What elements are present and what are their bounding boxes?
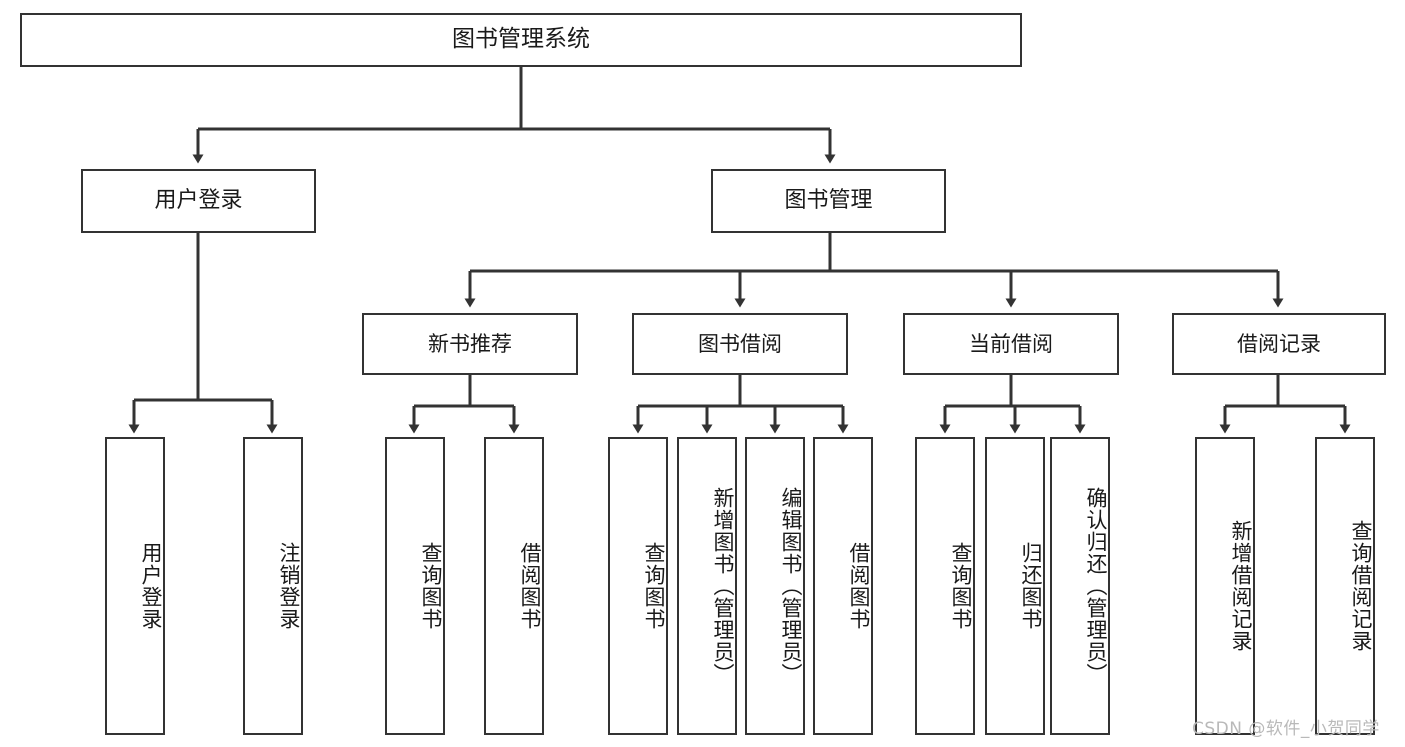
node-user-login[interactable]: 用户登录 xyxy=(81,169,316,233)
leaf-query-books-current[interactable]: 查询图书 xyxy=(915,437,975,735)
node-label: 图书管理系统 xyxy=(452,26,590,53)
csdn-watermark: CSDN @软件_小贺同学 xyxy=(1192,719,1380,739)
node-book-borrowing[interactable]: 图书借阅 xyxy=(632,313,848,375)
node-current-borrowing[interactable]: 当前借阅 xyxy=(903,313,1119,375)
node-label: 新增借阅记录 xyxy=(1229,520,1253,652)
node-label: 新增图书（管理员） xyxy=(711,487,735,685)
leaf-query-books-recommendation[interactable]: 查询图书 xyxy=(385,437,445,735)
leaf-confirm-return-admin[interactable]: 确认归还（管理员） xyxy=(1050,437,1110,735)
node-label: 确认归还（管理员） xyxy=(1084,487,1108,685)
node-label: 注销登录 xyxy=(277,542,301,630)
leaf-borrow-books-recommendation[interactable]: 借阅图书 xyxy=(484,437,544,735)
node-label: 编辑图书（管理员） xyxy=(779,487,803,685)
node-label: 借阅图书 xyxy=(847,542,871,630)
node-label: 查询图书 xyxy=(642,542,666,630)
leaf-logout[interactable]: 注销登录 xyxy=(243,437,303,735)
node-label: 借阅记录 xyxy=(1237,331,1321,356)
leaf-return-books[interactable]: 归还图书 xyxy=(985,437,1045,735)
leaf-add-borrowing-record[interactable]: 新增借阅记录 xyxy=(1195,437,1255,735)
node-book-management[interactable]: 图书管理 xyxy=(711,169,946,233)
node-label: 图书借阅 xyxy=(698,331,782,356)
leaf-edit-book-admin[interactable]: 编辑图书（管理员） xyxy=(745,437,805,735)
node-label: 用户登录 xyxy=(139,542,163,630)
node-label: 查询图书 xyxy=(949,542,973,630)
node-label: 查询图书 xyxy=(419,542,443,630)
node-label: 当前借阅 xyxy=(969,331,1053,356)
leaf-borrow-books-borrowing[interactable]: 借阅图书 xyxy=(813,437,873,735)
node-new-book-recommendation[interactable]: 新书推荐 xyxy=(362,313,578,375)
leaf-query-borrowing-record[interactable]: 查询借阅记录 xyxy=(1315,437,1375,735)
node-root-book-management-system[interactable]: 图书管理系统 xyxy=(20,13,1022,67)
node-label: 查询借阅记录 xyxy=(1349,520,1373,652)
node-label: 借阅图书 xyxy=(518,542,542,630)
node-label: 用户登录 xyxy=(154,188,243,214)
node-label: 图书管理 xyxy=(784,188,873,214)
leaf-query-books-borrowing[interactable]: 查询图书 xyxy=(608,437,668,735)
leaf-add-book-admin[interactable]: 新增图书（管理员） xyxy=(677,437,737,735)
node-label: 新书推荐 xyxy=(428,331,512,356)
node-borrowing-records[interactable]: 借阅记录 xyxy=(1172,313,1386,375)
node-label: 归还图书 xyxy=(1019,542,1043,630)
leaf-user-login[interactable]: 用户登录 xyxy=(105,437,165,735)
